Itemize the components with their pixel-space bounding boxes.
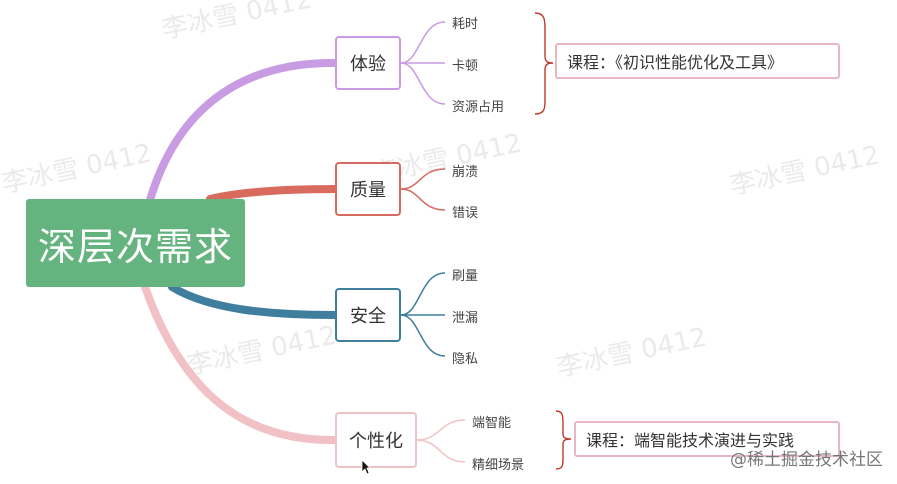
leaf-time-cost[interactable]: 耗时 — [452, 17, 479, 32]
link-quality — [206, 185, 339, 203]
link-experience — [146, 58, 339, 204]
leaf-lag[interactable]: 卡顿 — [452, 59, 479, 74]
branch-security[interactable]: 安全 — [335, 288, 401, 342]
footer-watermark: @稀土掘金技术社区 — [730, 450, 883, 470]
arrow-cursor-icon — [361, 459, 371, 475]
leaf-fine-scenarios[interactable]: 精细场景 — [472, 458, 525, 473]
bracket-personalization — [555, 410, 572, 470]
branch-experience[interactable]: 体验 — [335, 36, 401, 90]
leaf-fake-traffic[interactable]: 刷量 — [452, 269, 479, 284]
leaf-resource-usage[interactable]: 资源占用 — [452, 100, 505, 115]
link-personalization — [141, 283, 339, 445]
leaf-error[interactable]: 错误 — [452, 206, 479, 221]
leaf-privacy[interactable]: 隐私 — [452, 352, 479, 367]
course-summary-performance[interactable]: 课程：《初识性能优化及工具》 — [555, 43, 840, 79]
root-node[interactable]: 深层次需求 — [26, 199, 245, 287]
leaf-edge-intelligence[interactable]: 端智能 — [472, 416, 512, 431]
leaf-leak[interactable]: 泄漏 — [452, 311, 479, 326]
branch-quality[interactable]: 质量 — [335, 162, 401, 216]
bracket-experience — [534, 12, 554, 115]
course-summary-edge-ai[interactable]: 课程：端智能技术演进与实践 — [574, 421, 840, 457]
leaf-crash[interactable]: 崩溃 — [452, 165, 479, 180]
branch-personalization[interactable]: 个性化 — [335, 412, 417, 468]
link-security — [168, 283, 339, 319]
